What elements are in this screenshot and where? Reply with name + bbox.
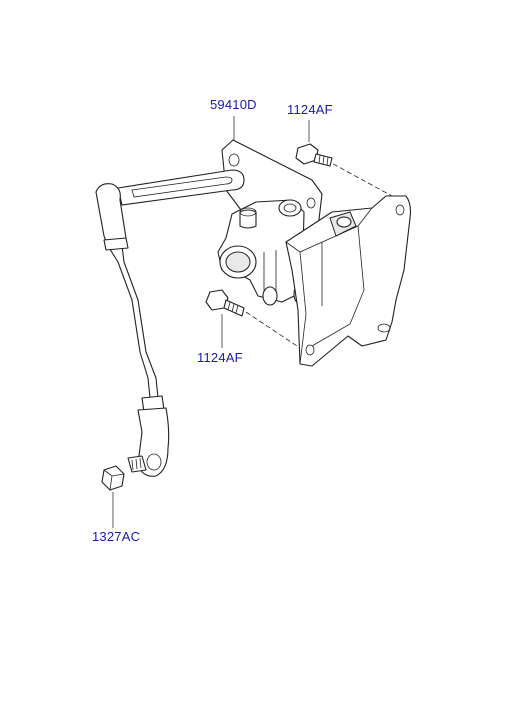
upper-bolt xyxy=(295,143,333,167)
connecting-rod xyxy=(95,183,170,477)
nut xyxy=(101,465,125,491)
part-label-1124AF-upper[interactable]: 1124AF xyxy=(287,102,333,117)
part-label-59410D[interactable]: 59410D xyxy=(210,97,257,112)
sensor-lever-arm xyxy=(117,169,245,206)
part-label-1327AC[interactable]: 1327AC xyxy=(92,529,141,544)
bracket xyxy=(285,195,412,367)
part-label-1124AF-lower[interactable]: 1124AF xyxy=(197,350,243,365)
sensor-body xyxy=(217,199,311,306)
lower-bolt xyxy=(205,289,245,317)
bolt-alignment-lines xyxy=(245,159,393,353)
